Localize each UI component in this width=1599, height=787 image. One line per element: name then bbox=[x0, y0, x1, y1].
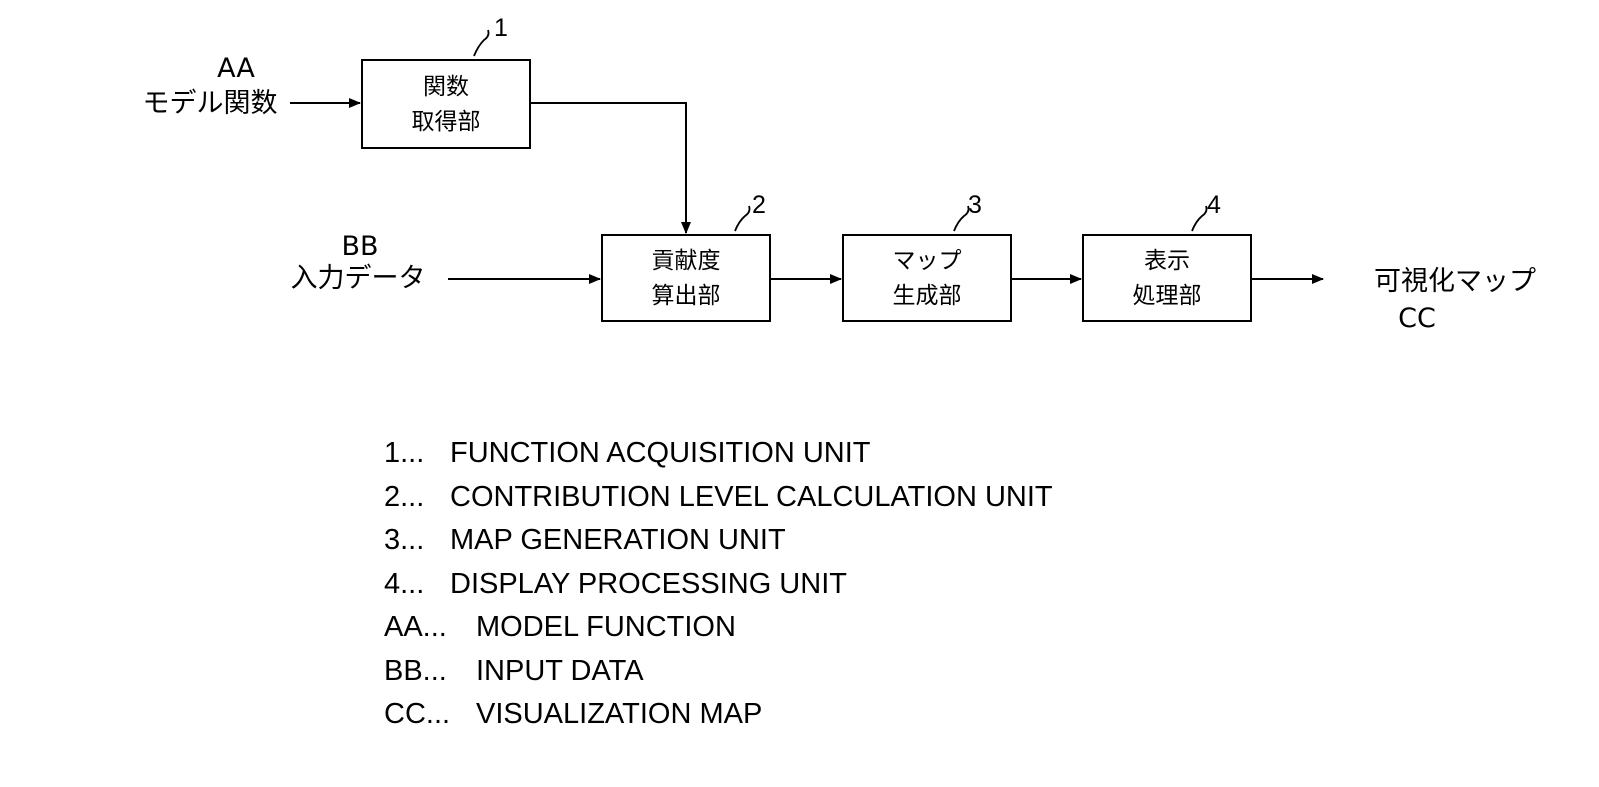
input-data-code: BB bbox=[341, 231, 378, 262]
map-generation-block: マップ 生成部 3 bbox=[843, 191, 1011, 321]
leader-line-2 bbox=[735, 206, 750, 231]
legend-text: CONTRIBUTION LEVEL CALCULATION UNIT bbox=[450, 476, 1053, 520]
contribution-calc-line2: 算出部 bbox=[652, 283, 721, 309]
legend-item: BB...INPUT DATA bbox=[384, 650, 1053, 694]
legend-key: 2... bbox=[384, 476, 450, 520]
legend-list: 1...FUNCTION ACQUISITION UNIT 2...CONTRI… bbox=[384, 432, 1053, 737]
map-generation-line1: マップ bbox=[893, 248, 962, 274]
display-processing-line1: 表示 bbox=[1144, 248, 1190, 274]
function-acquisition-line2: 取得部 bbox=[412, 109, 481, 135]
legend-key: 1... bbox=[384, 432, 450, 476]
leader-line-1 bbox=[474, 30, 489, 56]
map-generation-number: 3 bbox=[968, 191, 982, 219]
legend-key: BB... bbox=[384, 650, 476, 694]
legend-key: AA... bbox=[384, 606, 476, 650]
legend-item: 4...DISPLAY PROCESSING UNIT bbox=[384, 563, 1053, 607]
legend-text: MAP GENERATION UNIT bbox=[450, 519, 786, 563]
legend-item: 2...CONTRIBUTION LEVEL CALCULATION UNIT bbox=[384, 476, 1053, 520]
legend-text: VISUALIZATION MAP bbox=[476, 693, 762, 737]
contribution-calc-line1: 貢献度 bbox=[652, 248, 721, 274]
legend-item: 1...FUNCTION ACQUISITION UNIT bbox=[384, 432, 1053, 476]
visualization-map-label: 可視化マップ bbox=[1374, 266, 1536, 297]
function-acquisition-line1: 関数 bbox=[423, 74, 469, 100]
function-acquisition-number: 1 bbox=[494, 14, 508, 42]
visualization-map-code: CC bbox=[1398, 303, 1436, 334]
legend-text: FUNCTION ACQUISITION UNIT bbox=[450, 432, 871, 476]
legend-item: AA...MODEL FUNCTION bbox=[384, 606, 1053, 650]
leader-line-4 bbox=[1192, 206, 1207, 231]
legend-item: CC...VISUALIZATION MAP bbox=[384, 693, 1053, 737]
legend-item: 3...MAP GENERATION UNIT bbox=[384, 519, 1053, 563]
display-processing-line2: 処理部 bbox=[1133, 283, 1202, 309]
model-function-label: モデル関数 bbox=[143, 88, 278, 119]
legend-text: MODEL FUNCTION bbox=[476, 606, 736, 650]
legend-key: 3... bbox=[384, 519, 450, 563]
legend-key: 4... bbox=[384, 563, 450, 607]
leader-line-3 bbox=[954, 206, 969, 231]
display-processing-block: 表示 処理部 4 bbox=[1083, 191, 1251, 321]
input-data-label: 入力データ bbox=[291, 263, 426, 294]
arrow-block1-to-block2 bbox=[530, 103, 686, 233]
legend-key: CC... bbox=[384, 693, 476, 737]
legend-text: DISPLAY PROCESSING UNIT bbox=[450, 563, 847, 607]
map-generation-line2: 生成部 bbox=[893, 283, 962, 309]
display-processing-number: 4 bbox=[1207, 191, 1221, 219]
contribution-calc-number: 2 bbox=[752, 191, 766, 219]
function-acquisition-block: 関数 取得部 1 bbox=[362, 14, 530, 148]
legend-text: INPUT DATA bbox=[476, 650, 644, 694]
model-function-code: AA bbox=[217, 53, 255, 84]
